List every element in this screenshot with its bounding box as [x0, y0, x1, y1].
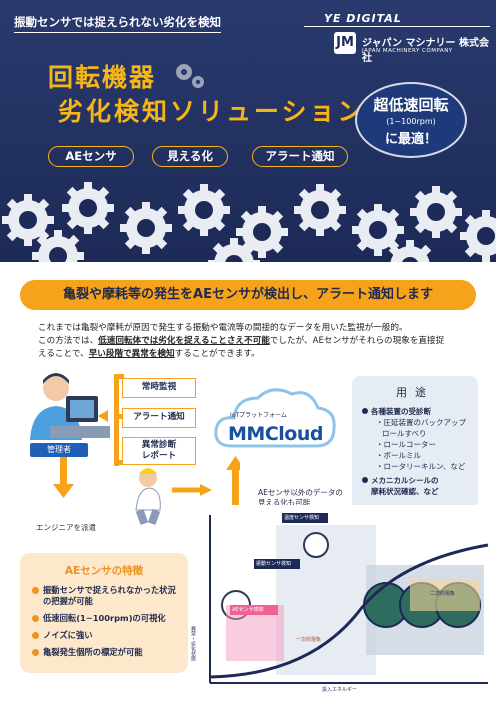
ae-feature-item: ノイズに強い	[32, 630, 184, 641]
jmc-mark-icon: JM	[334, 32, 356, 54]
uses-heading-1: 各種装置の受診断	[362, 406, 476, 417]
box-alert: アラート通知	[122, 408, 196, 428]
graph-phase2: 二次的現象	[430, 591, 456, 597]
desc-line-2a: この方法では、	[38, 336, 99, 346]
desc-line-1: これまでは亀裂や摩耗が原因で発生する振動や電流等の間接的なデータを用いた監視が一…	[38, 323, 408, 333]
mmcloud-logo: MMCloud	[228, 423, 323, 445]
badge-best: に最適！	[384, 132, 437, 147]
graph-step2: 振動センサ検知	[256, 561, 292, 567]
badge-main: 超低速回転	[373, 96, 449, 114]
uses-item: ロールすべり	[382, 429, 427, 438]
uses-panel: 用途 各種装置の受診断 ・圧延装置のバックアップ ロールすべり ・ロールコーター…	[352, 376, 478, 512]
desc-emphasis-1: 低速回転体では劣化を捉えることさえ不可能	[98, 336, 270, 346]
ye-digital-logo: YE DIGITAL	[324, 12, 402, 25]
low-speed-badge: 超低速回転 (1~100rpm) に最適！	[355, 82, 467, 158]
description: これまでは亀裂や摩耗が原因で発生する振動や電流等の間接的なデータを用いた監視が一…	[38, 322, 468, 361]
ae-features-title: AEセンサの特徴	[64, 565, 144, 577]
uses-item: ・ロールコーター	[376, 440, 436, 449]
title-line-2: 劣化検知ソリューション	[58, 97, 366, 126]
ae-features-list: 振動センサで捉えられなかった状況の把握が可能 低速回転(1~100rpm)の可視…	[32, 585, 184, 664]
hero-header: 振動センサでは捉えられない劣化を検知 YE DIGITAL JM ジャパン マシ…	[0, 0, 496, 262]
company-name: ジャパン マシナリー 株式会社	[362, 38, 489, 64]
pill-alert: アラート通知	[252, 146, 348, 167]
graph-step3: 温度センサ検知	[284, 515, 320, 521]
box-monitoring: 常時監視	[122, 378, 196, 398]
tagline: 振動センサでは捉えられない劣化を検知	[14, 14, 221, 33]
uses-title: 用途	[396, 386, 434, 399]
degradation-graph	[196, 505, 492, 701]
badge-rpm: (1~100rpm)	[386, 117, 436, 126]
brand-logo: YE DIGITAL JM ジャパン マシナリー 株式会社 JAPAN MACH…	[304, 10, 490, 64]
admin-flow-illustration	[30, 373, 240, 540]
main-banner: 亀裂や摩耗等の発生をAEセンサが検出し、アラート通知します	[20, 280, 476, 310]
uses-item: ・ボールミル	[376, 451, 421, 460]
cloud-subtitle: IoTプラットフォーム	[230, 412, 287, 419]
ae-feature-item: 亀裂発生個所の標定が可能	[32, 647, 184, 658]
uses-item: ・ロータリーキルン、など	[376, 462, 466, 471]
company-name-en: JAPAN MACHINERY COMPANY	[362, 48, 453, 54]
ae-feature-item: 振動センサで捉えられなかった状況の把握が可能	[32, 585, 184, 607]
admin-label: 管理者	[30, 443, 88, 457]
pill-ae-sensor: AEセンサ	[48, 146, 134, 167]
desc-line-2c: でしたが、AEセンサがそれらの現象を直接捉	[269, 336, 445, 346]
graph-ylabel: 異常・劣化状態	[190, 626, 196, 661]
brand-divider	[304, 26, 490, 27]
visualization-caption-2: 見える化も可能	[258, 498, 311, 507]
pill-visualize: 見える化	[152, 146, 228, 167]
ae-features-panel: AEセンサの特徴 振動センサで捉えられなかった状況の把握が可能 低速回転(1~1…	[20, 553, 188, 673]
box-report: 異常診断 レポート	[122, 437, 196, 465]
gear-row-illustration	[2, 182, 496, 262]
desc-emphasis-2: 早い段階で異常を検知	[88, 349, 175, 359]
uses-heading-2b: 摩耗状況確認、など	[371, 487, 439, 496]
desc-line-3a: えることで、	[38, 349, 89, 359]
ae-feature-item: 低速回転(1~100rpm)の可視化	[32, 613, 184, 624]
engineer-caption: エンジニアを派遣	[36, 523, 96, 532]
desc-line-3c: することができます。	[174, 349, 260, 359]
cloud-icon	[214, 388, 336, 448]
title-line-1: 回転機器	[48, 63, 157, 92]
uses-heading-2: メカニカルシールの	[362, 475, 476, 486]
uses-body: 各種装置の受診断 ・圧延装置のバックアップ ロールすべり ・ロールコーター ・ボ…	[362, 406, 476, 497]
visualization-caption-1: AEセンサ以外のデータの	[258, 488, 343, 497]
gear-icon	[176, 64, 204, 88]
visualization-caption: AEセンサ以外のデータの 見える化も可能	[258, 488, 343, 508]
graph-phase1: 一次的現象	[296, 637, 322, 643]
graph-step1: AEセンサ検知	[232, 607, 264, 613]
graph-xlabel: 投入エネルギー	[322, 687, 358, 693]
uses-item: ・圧延装置のバックアップ	[376, 418, 466, 427]
